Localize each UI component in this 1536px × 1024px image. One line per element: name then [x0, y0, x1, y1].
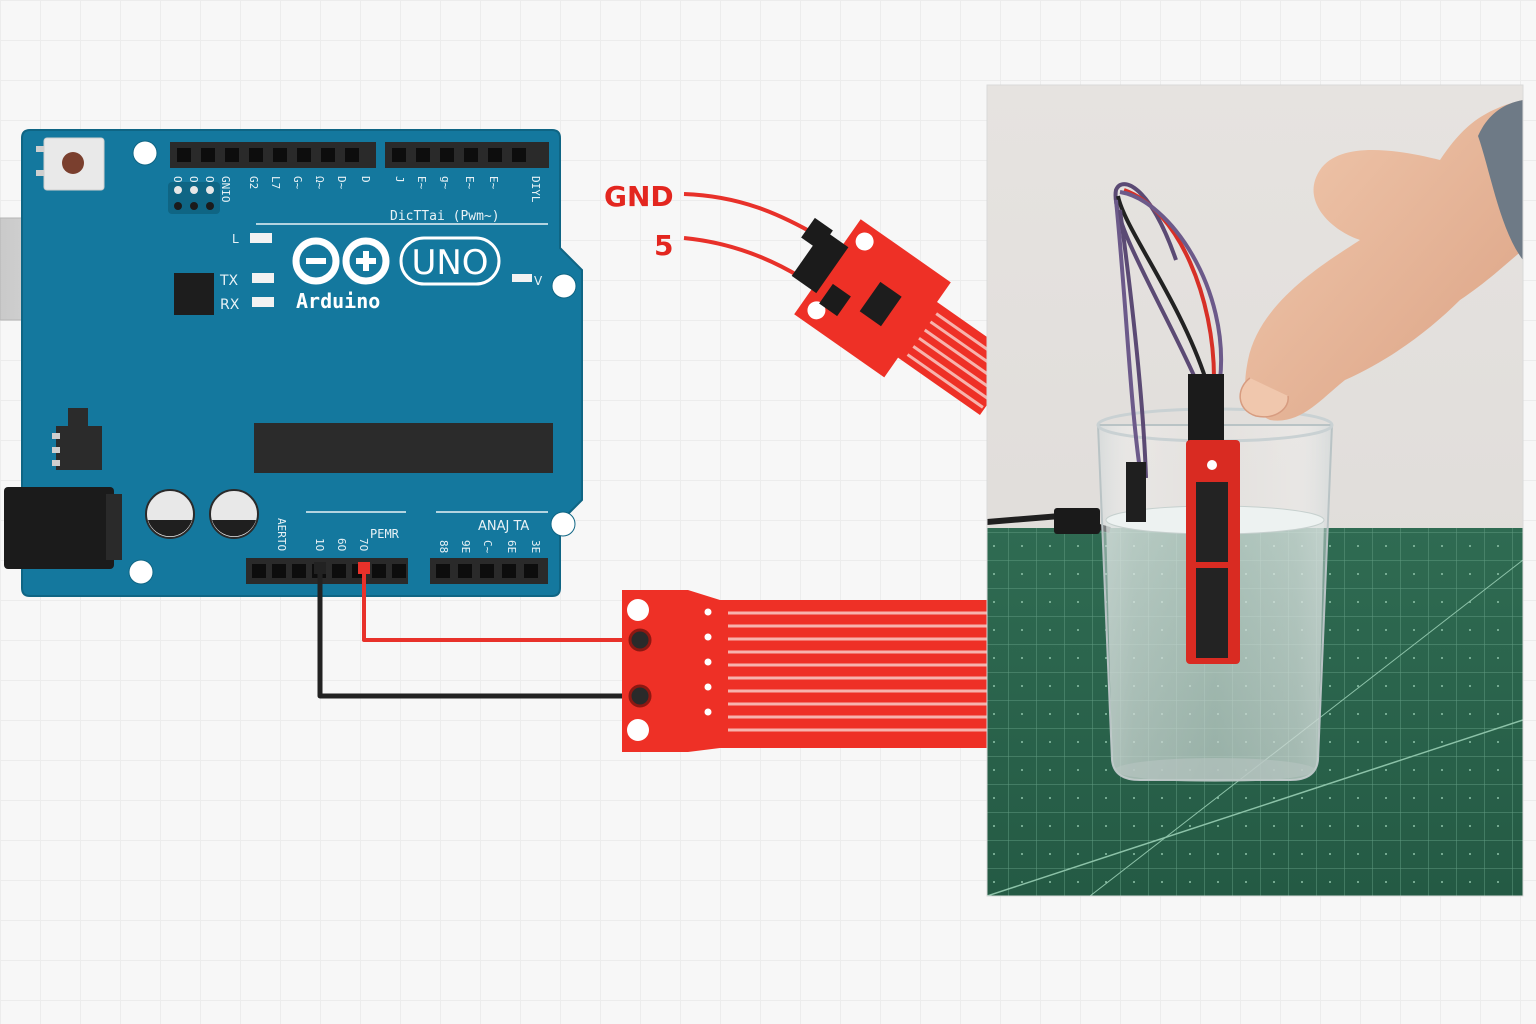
analog-header-label: ANAJ TA — [478, 519, 529, 534]
pin-label: O — [171, 176, 184, 183]
led-label-l: L — [232, 232, 239, 246]
wire-black-gnd — [317, 566, 636, 699]
uno-badge — [399, 236, 501, 286]
power-header — [246, 558, 408, 584]
water-sensor-in-glass — [1186, 440, 1240, 664]
voltage-regulator — [52, 408, 102, 470]
gnd-label: GND — [604, 180, 674, 213]
board-pcb — [21, 129, 583, 597]
led-label-rx: RX — [220, 297, 240, 313]
board-brand: Arduino — [296, 289, 380, 313]
pin-label: 1O — [313, 538, 326, 551]
mounting-hole — [132, 140, 158, 166]
pin-label: G2 — [247, 176, 260, 189]
hand — [1239, 100, 1523, 421]
mounting-hole — [855, 232, 874, 251]
power-jack — [4, 487, 114, 569]
sensor-pad — [628, 628, 652, 652]
pin-label: Ω~ — [313, 176, 326, 190]
pin-label: GNIO — [219, 176, 232, 203]
capacitor — [145, 489, 195, 539]
sensor-cables — [1113, 182, 1224, 479]
mounting-hole — [627, 719, 649, 741]
pin-label: 88 — [437, 540, 450, 553]
pin-label: D — [359, 176, 372, 183]
mounting-hole — [807, 301, 826, 320]
sensor-pad — [628, 684, 652, 708]
usb-chip — [174, 273, 214, 315]
mounting-hole — [551, 273, 577, 299]
mounting-hole — [128, 559, 154, 585]
vcc-label: 5 — [654, 229, 673, 262]
mounting-hole — [627, 599, 649, 621]
capacitor — [209, 489, 259, 539]
board-model: UNO — [411, 243, 488, 283]
arduino-uno-board: O O O GNIO G2 L7 G~ Ω~ D~ D J E~ g~ E~ E… — [0, 129, 583, 597]
wire-red-gnd — [683, 192, 820, 238]
led-tx — [252, 273, 274, 283]
pin-label: D~ — [335, 176, 348, 190]
pin-label: g~ — [439, 176, 452, 190]
photo-panel — [987, 85, 1523, 896]
pin-label: E~ — [463, 176, 476, 190]
pin-label: G~ — [291, 176, 304, 190]
wire-red-signal — [362, 566, 636, 642]
digital-header-label: DicTTai (Pwm~) — [390, 209, 500, 224]
pin-label: 9E — [459, 540, 472, 553]
pin-label: 7O — [357, 538, 370, 551]
digital-header-right — [385, 142, 549, 168]
pin-label: O — [187, 176, 200, 183]
pin-label: L7 — [269, 176, 282, 189]
pin-label: 6O — [335, 538, 348, 551]
pin-label: 6E — [505, 540, 518, 553]
pin-connector — [791, 230, 849, 294]
led-l — [250, 233, 272, 243]
pin-label: 3E — [529, 540, 542, 553]
icsp-pads — [168, 182, 220, 214]
sensor-chip — [859, 281, 902, 327]
power-header-label: PEMR — [370, 527, 400, 541]
analog-header — [430, 558, 548, 584]
pin-label: E~ — [487, 176, 500, 190]
pin-label: AERTO — [275, 518, 288, 551]
digital-side-label: DIYL — [529, 176, 542, 203]
pin-label: C~ — [481, 540, 494, 554]
led-label-tx: TX — [219, 273, 239, 289]
microcontroller-chip — [254, 423, 553, 473]
water-level-sensor-angled — [791, 219, 1019, 416]
pin-label: O — [203, 176, 216, 183]
led-rx — [252, 297, 274, 307]
pin-label: E~ — [415, 176, 428, 190]
digital-header-left — [170, 142, 376, 168]
v-label: V — [534, 274, 543, 288]
mounting-hole — [550, 511, 576, 537]
arduino-logo: UNO Arduino — [292, 236, 501, 313]
digital-pin-labels: O O O GNIO G2 L7 G~ Ω~ D~ D J E~ g~ E~ E… — [171, 176, 542, 203]
pin-label: J — [393, 176, 406, 183]
